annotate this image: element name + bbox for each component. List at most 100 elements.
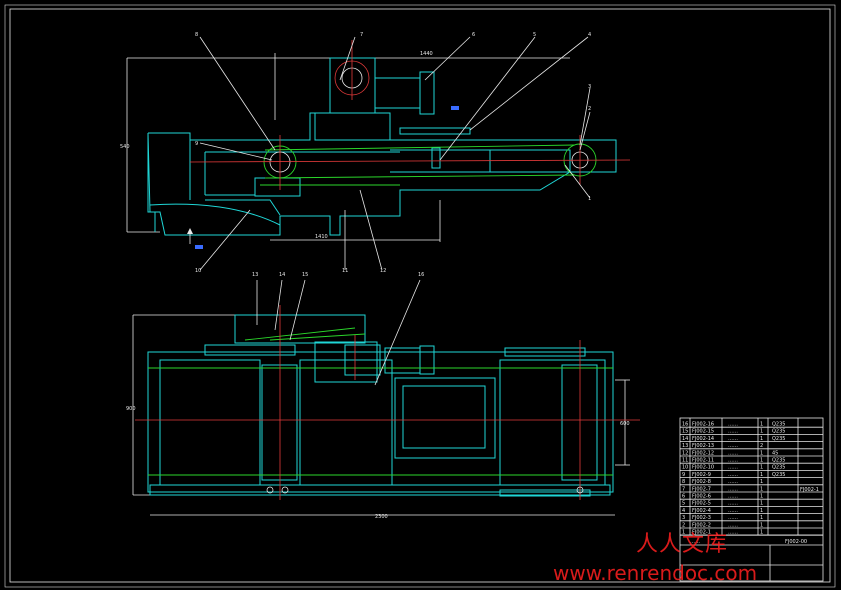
part-label: 12 xyxy=(380,268,386,274)
watermark-url: www.renrendoc.com xyxy=(553,561,758,585)
dimension-label: 540 xyxy=(120,144,130,150)
title-block-cell-qty: 1 xyxy=(760,479,763,485)
plan-view xyxy=(132,279,640,516)
part-label: 6 xyxy=(472,32,475,38)
title-block-cell-code: FJ002-11 xyxy=(692,458,714,464)
title-block-cell-name: …… xyxy=(728,443,738,449)
part-label: 10 xyxy=(195,268,201,274)
title-block-cell-no: 2 xyxy=(682,522,685,528)
part-label: 2 xyxy=(588,106,591,112)
title-block-cell-no: 10 xyxy=(682,465,688,471)
title-block-cell-code: FJ002-4 xyxy=(692,508,711,514)
part-label: 16 xyxy=(418,272,424,278)
part-label: 1 xyxy=(588,196,591,202)
title-block-cell-qty: 1 xyxy=(760,465,763,471)
drawing-number: FJ002-00 xyxy=(785,539,807,545)
title-block-cell-qty: 1 xyxy=(760,472,763,478)
title-block-cell-qty: 2 xyxy=(760,443,763,449)
title-block-cell-qty: 1 xyxy=(760,458,763,464)
part-label: 8 xyxy=(195,32,198,38)
title-block-cell-code: FJ002-14 xyxy=(692,436,714,442)
title-block-cell-no: 13 xyxy=(682,443,688,449)
title-block-cell-qty: 1 xyxy=(760,450,763,456)
title-block-cell-qty: 1 xyxy=(760,530,763,536)
sheet-border xyxy=(4,4,836,588)
title-block-cell-no: 6 xyxy=(682,494,685,500)
title-block-cell-material: Q235 xyxy=(772,458,785,464)
title-block-cell-name: …… xyxy=(728,515,738,521)
title-block-cell-code: FJ002-7 xyxy=(692,486,711,492)
title-block-cell-no: 16 xyxy=(682,422,688,428)
title-block-cell-no: 5 xyxy=(682,501,685,507)
part-label: 11 xyxy=(342,268,348,274)
title-block-cell-qty: 1 xyxy=(760,515,763,521)
part-label: 4 xyxy=(588,32,591,38)
part-label: 7 xyxy=(360,32,363,38)
title-block-cell-material: Q235 xyxy=(772,422,785,428)
drawing-title: …… xyxy=(690,539,700,545)
title-block-cell-code: FJ002-2 xyxy=(692,522,711,528)
title-block-cell-qty: 1 xyxy=(760,501,763,507)
dimension-label: 1440 xyxy=(420,51,433,57)
title-block-cell-no: 4 xyxy=(682,508,685,514)
title-block-cell-qty: 1 xyxy=(760,436,763,442)
dimension-label: 1410 xyxy=(315,234,328,240)
title-block-cell-qty: 1 xyxy=(760,486,763,492)
dimension-label: 900 xyxy=(126,406,136,412)
title-block-cell-code: FJ002-15 xyxy=(692,429,714,435)
title-block-cell-material: 45 xyxy=(772,450,778,456)
title-block-cell-name: …… xyxy=(728,530,738,536)
title-block-cell-name: …… xyxy=(728,494,738,500)
title-block-cell-name: …… xyxy=(728,450,738,456)
title-block-cell-material: Q235 xyxy=(772,436,785,442)
title-block-cell-no: 9 xyxy=(682,472,685,478)
title-block-cell-name: …… xyxy=(728,501,738,507)
title-block-cell-qty: 1 xyxy=(760,422,763,428)
title-block-cell-no: 3 xyxy=(682,515,685,521)
title-block-cell-qty: 1 xyxy=(760,508,763,514)
plan-part-labels: 13 14 15 16 2300 900 600 xyxy=(126,272,630,520)
title-block-cell-name: …… xyxy=(728,479,738,485)
part-label: 15 xyxy=(302,272,308,278)
title-block-cell-name: …… xyxy=(728,429,738,435)
title-block-cell-name: …… xyxy=(728,465,738,471)
part-label: 3 xyxy=(588,84,591,90)
part-label: 9 xyxy=(195,141,198,147)
title-block-cell-name: …… xyxy=(728,436,738,442)
part-label: 5 xyxy=(533,32,536,38)
title-block-cell-qty: 1 xyxy=(760,522,763,528)
title-block-cell-no: 7 xyxy=(682,486,685,492)
title-block-cell-code: FJ002-1 xyxy=(692,530,711,536)
dimension-label: 2300 xyxy=(375,514,388,520)
code-label: FJ002-1 xyxy=(800,487,819,493)
title-block-cell-material: Q235 xyxy=(772,472,785,478)
title-block-cell-material: Q235 xyxy=(772,465,785,471)
dimension-label: 600 xyxy=(620,421,630,427)
title-block-cell-qty: 1 xyxy=(760,494,763,500)
title-block-cell-name: …… xyxy=(728,422,738,428)
title-block-cell-code: FJ002-5 xyxy=(692,501,711,507)
title-block-cell-no: 15 xyxy=(682,429,688,435)
title-block-cell-no: 12 xyxy=(682,450,688,456)
elevation-part-labels: 8 7 6 5 4 3 2 1 9 10 11 12 1440 540 1410 xyxy=(120,32,591,274)
title-block-cell-qty: 1 xyxy=(760,429,763,435)
title-block-cell-code: FJ002-3 xyxy=(692,515,711,521)
title-block-cell-name: …… xyxy=(728,522,738,528)
title-block-cell-name: …… xyxy=(728,508,738,514)
title-block-cell-code: FJ002-9 xyxy=(692,472,711,478)
title-block-cell-code: FJ002-16 xyxy=(692,422,714,428)
title-block-cell-name: …… xyxy=(728,472,738,478)
title-block-cell-no: 1 xyxy=(682,530,685,536)
title-block-cell-no: 14 xyxy=(682,436,688,442)
title-block-cell-code: FJ002-10 xyxy=(692,465,714,471)
watermark-text: 人人文库 xyxy=(636,532,729,557)
title-block-cell-no: 8 xyxy=(682,479,685,485)
part-label: 13 xyxy=(252,272,258,278)
title-block-cell-material: Q235 xyxy=(772,429,785,435)
title-block-cell-code: FJ002-12 xyxy=(692,450,714,456)
part-label: 14 xyxy=(279,272,285,278)
title-block-cell-code: FJ002-8 xyxy=(692,479,711,485)
title-block-cell-no: 11 xyxy=(682,458,688,464)
